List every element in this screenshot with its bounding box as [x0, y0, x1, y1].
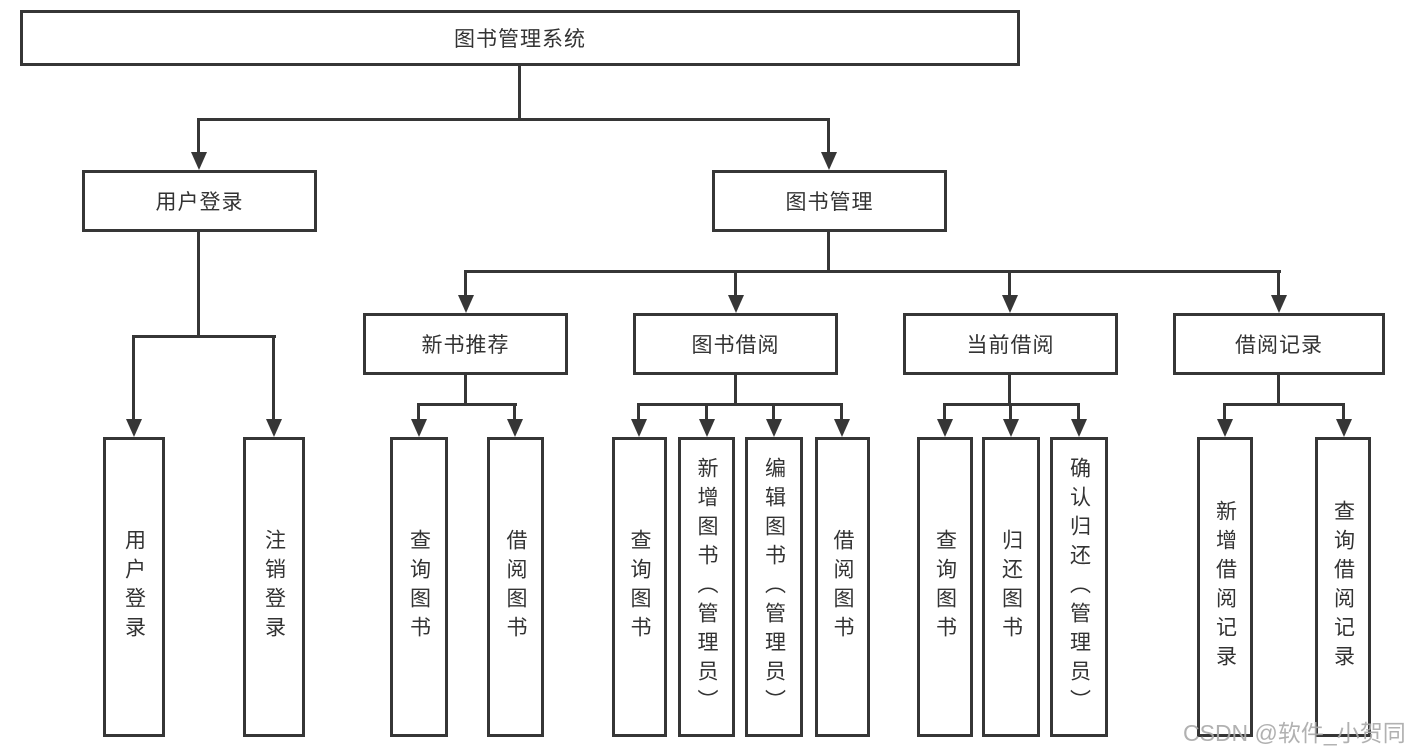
arrow-down-icon — [937, 419, 953, 437]
connector-drop — [197, 118, 200, 154]
connector-new-book-rec-bar — [418, 403, 517, 406]
leaf-label: 借阅图书 — [831, 529, 854, 645]
leaf-label: 查询图书 — [407, 529, 431, 645]
leaf-edit-books-admin: 编辑图书（管理员） — [745, 437, 803, 737]
arrow-down-icon — [834, 419, 850, 437]
connector-book-borrow-bar — [638, 403, 843, 406]
connector-drop — [840, 403, 843, 421]
arrow-down-icon — [1003, 419, 1019, 437]
connector-borrow-records-bar — [1224, 403, 1344, 406]
connector-root-stem — [518, 66, 521, 120]
connector-drop — [827, 118, 830, 154]
leaf-query-borrow-record: 查询借阅记录 — [1315, 437, 1371, 737]
connector-drop — [1008, 270, 1011, 297]
connector-user-login-bar — [134, 335, 276, 338]
leaf-label: 确认归还（管理员） — [1067, 456, 1091, 718]
connector-drop — [1277, 270, 1280, 297]
leaf-add-borrow-record: 新增借阅记录 — [1197, 437, 1253, 737]
leaf-label: 归还图书 — [999, 529, 1023, 645]
arrow-down-icon — [1336, 419, 1352, 437]
connector-new-book-rec-stem — [464, 375, 467, 405]
leaf-label: 新增借阅记录 — [1213, 500, 1237, 674]
connector-drop — [1223, 403, 1226, 421]
connector-drop — [417, 403, 420, 421]
leaf-label: 查询图书 — [933, 529, 957, 645]
leaf-query-books-1: 查询图书 — [390, 437, 448, 737]
leaf-label: 编辑图书（管理员） — [762, 456, 786, 718]
leaf-confirm-return-admin: 确认归还（管理员） — [1050, 437, 1108, 737]
connector-book-borrow-stem — [734, 375, 737, 405]
node-book-borrow-label: 图书借阅 — [691, 334, 780, 357]
arrow-down-icon — [458, 295, 474, 313]
arrow-down-icon — [1271, 295, 1287, 313]
arrow-down-icon — [126, 419, 142, 437]
arrow-down-icon — [699, 419, 715, 437]
leaf-logout: 注销登录 — [243, 437, 305, 737]
arrow-down-icon — [1217, 419, 1233, 437]
node-current-borrow: 当前借阅 — [903, 313, 1118, 375]
connector-drop — [772, 403, 775, 421]
leaf-label: 新增图书（管理员） — [695, 456, 718, 718]
connector-drop — [1077, 403, 1080, 421]
connector-current-borrow-stem — [1008, 375, 1011, 405]
leaf-query-books-3: 查询图书 — [917, 437, 973, 737]
leaf-return-books: 归还图书 — [982, 437, 1040, 737]
connector-user-login-stem — [197, 232, 200, 337]
node-book-mgmt-label: 图书管理 — [785, 191, 874, 214]
arrow-down-icon — [1002, 295, 1018, 313]
connector-drop — [1009, 403, 1012, 421]
arrow-down-icon — [766, 419, 782, 437]
node-user-login: 用户登录 — [82, 170, 317, 232]
arrow-down-icon — [1071, 419, 1087, 437]
connector-book-mgmt-stem — [827, 232, 830, 272]
connector-drop — [1342, 403, 1345, 421]
leaf-label: 查询借阅记录 — [1331, 500, 1355, 674]
connector-borrow-records-stem — [1277, 375, 1280, 405]
node-book-mgmt: 图书管理 — [712, 170, 947, 232]
leaf-label: 借阅图书 — [504, 529, 527, 645]
connector-drop — [943, 403, 946, 421]
csdn-watermark: CSDN @软件_小贺同学 — [1183, 720, 1405, 746]
arrow-down-icon — [631, 419, 647, 437]
connector-drop — [132, 335, 135, 421]
leaf-user-login: 用户登录 — [103, 437, 165, 737]
leaf-borrow-books-2: 借阅图书 — [815, 437, 870, 737]
leaf-borrow-books-1: 借阅图书 — [487, 437, 544, 737]
leaf-query-books-2: 查询图书 — [612, 437, 667, 737]
leaf-label: 用户登录 — [122, 529, 146, 645]
connector-book-mgmt-bar — [465, 270, 1281, 273]
connector-drop — [513, 403, 516, 421]
node-current-borrow-label: 当前借阅 — [966, 334, 1055, 357]
leaf-add-books-admin: 新增图书（管理员） — [678, 437, 735, 737]
node-book-borrow: 图书借阅 — [633, 313, 838, 375]
connector-drop — [272, 335, 275, 421]
connector-drop — [464, 270, 467, 297]
arrow-down-icon — [821, 152, 837, 170]
node-new-book-rec: 新书推荐 — [363, 313, 568, 375]
arrow-down-icon — [266, 419, 282, 437]
arrow-down-icon — [507, 419, 523, 437]
arrow-down-icon — [728, 295, 744, 313]
connector-root-bar — [197, 118, 830, 121]
connector-drop — [705, 403, 708, 421]
node-borrow-records-label: 借阅记录 — [1235, 334, 1323, 357]
node-borrow-records: 借阅记录 — [1173, 313, 1385, 375]
connector-drop — [637, 403, 640, 421]
node-new-book-rec-label: 新书推荐 — [421, 334, 510, 357]
leaf-label: 查询图书 — [628, 529, 651, 645]
arrow-down-icon — [411, 419, 427, 437]
connector-drop — [734, 270, 737, 297]
leaf-label: 注销登录 — [262, 529, 286, 645]
node-user-login-label: 用户登录 — [155, 191, 244, 214]
node-root: 图书管理系统 — [20, 10, 1020, 66]
node-root-label: 图书管理系统 — [454, 28, 586, 51]
arrow-down-icon — [191, 152, 207, 170]
